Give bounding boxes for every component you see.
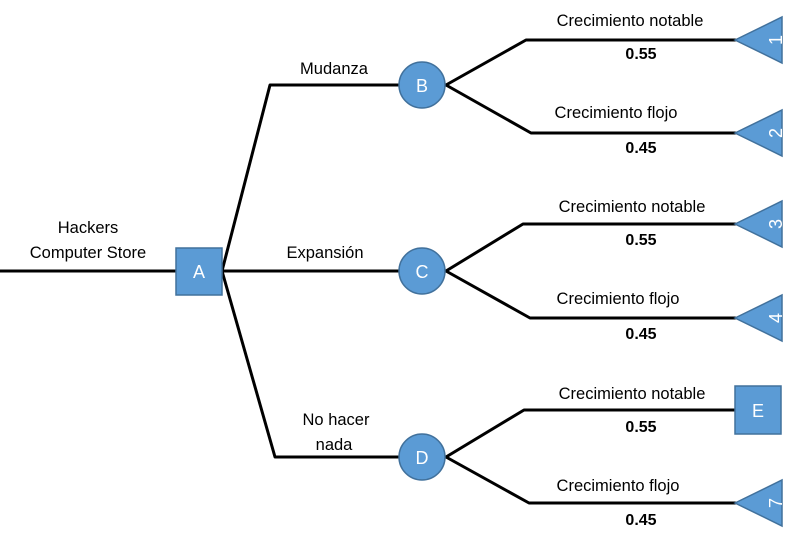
edge-outcome-2 xyxy=(444,83,737,135)
outcome-prob-5: 0.55 xyxy=(625,419,656,436)
edge-outcome-6 xyxy=(444,455,737,505)
edge-outcome-4 xyxy=(444,269,737,320)
edge-outcome-3 xyxy=(444,222,737,273)
root-title-line1: Hackers xyxy=(58,219,119,237)
outcome-label-1: Crecimiento notable xyxy=(557,12,704,30)
chance-node-b-label: B xyxy=(416,76,428,96)
outcome-label-4: Crecimiento flojo xyxy=(557,290,680,308)
outcome-label-5: Crecimiento notable xyxy=(559,385,706,403)
outcome-prob-4: 0.45 xyxy=(625,326,656,343)
chance-node-c xyxy=(398,247,446,295)
outcome-label-6: Crecimiento flojo xyxy=(557,477,680,495)
outcome-prob-3: 0.55 xyxy=(625,232,656,249)
terminal-triangle-3 xyxy=(733,199,783,249)
outcome-prob-1: 0.55 xyxy=(625,46,656,63)
terminal-label-4: 4 xyxy=(766,313,786,323)
outcome-label-2: Crecimiento flojo xyxy=(555,104,678,122)
edge-outcome-5 xyxy=(444,408,737,459)
terminal-triangle-7 xyxy=(733,478,783,528)
option-label-no-hacer-line2: nada xyxy=(316,436,354,454)
root-title-line2: Computer Store xyxy=(30,244,146,262)
decision-node-a xyxy=(175,247,223,296)
chance-node-b xyxy=(398,61,446,109)
terminal-label-3: 3 xyxy=(766,219,786,229)
chance-node-c-label: C xyxy=(416,262,429,282)
terminal-label-1: 1 xyxy=(766,35,786,45)
option-label-mudanza: Mudanza xyxy=(300,60,369,78)
terminal-square-e xyxy=(734,385,782,435)
option-label-no-hacer-line1: No hacer xyxy=(303,411,370,429)
outcome-label-3: Crecimiento notable xyxy=(559,198,706,216)
outcome-prob-6: 0.45 xyxy=(625,512,656,529)
terminal-label-2: 2 xyxy=(766,128,786,138)
terminal-triangle-2 xyxy=(733,108,783,158)
terminal-triangle-1 xyxy=(733,15,783,65)
option-label-expansion: Expansión xyxy=(286,244,363,262)
terminal-label-e: E xyxy=(752,401,764,421)
outcome-prob-2: 0.45 xyxy=(625,140,656,157)
edge-outcome-1 xyxy=(444,38,737,87)
edge-mudanza xyxy=(220,83,400,273)
chance-node-d-label: D xyxy=(416,448,429,468)
edge-no-hacer-nada xyxy=(220,269,400,459)
decision-node-a-label: A xyxy=(193,262,205,282)
chance-node-d xyxy=(398,433,446,481)
terminal-triangle-4 xyxy=(733,293,783,343)
terminal-label-7: 7 xyxy=(766,498,786,508)
